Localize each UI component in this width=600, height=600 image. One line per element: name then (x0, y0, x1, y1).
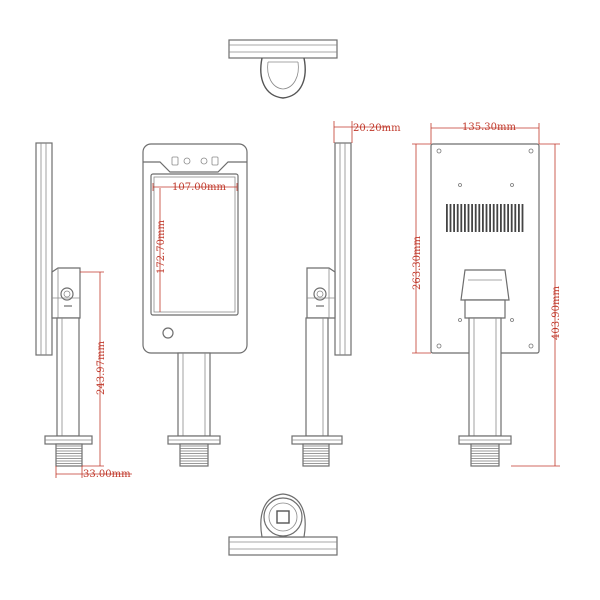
vent-slot (446, 204, 448, 232)
dimensions: 20.20mm 135.30mm 107.00mm 172.70mm 263.3… (55, 121, 562, 480)
right-side-view (291, 142, 352, 467)
vent-slot (510, 204, 513, 232)
vent-slot (467, 204, 470, 232)
vent-slot (518, 204, 520, 232)
vent-slot (507, 204, 509, 232)
vent-slot (456, 204, 459, 232)
bottom-view (228, 493, 338, 556)
vent-slot (485, 204, 488, 232)
vent-slot (471, 204, 473, 232)
dim-panel-height: 263.30mm (412, 236, 423, 290)
dim-base-diameter: 33.00mm (83, 469, 131, 480)
vent-slot (492, 204, 495, 232)
vent-slot (514, 204, 517, 232)
rear-view (430, 143, 540, 467)
dim-screen-width: 107.00mm (172, 182, 226, 193)
dim-depth-total: 20.20mm (353, 123, 401, 134)
vent-slot (478, 204, 481, 232)
dim-pole-height: 243.97mm (96, 341, 107, 395)
vent-slot (474, 204, 477, 232)
vent-slot (449, 204, 452, 232)
vent-slot (503, 204, 506, 232)
left-side-view (35, 142, 93, 467)
dim-overall-height: 403.90mm (551, 286, 562, 340)
vent-slot (496, 204, 499, 232)
front-view (142, 143, 248, 467)
vent-slot (464, 204, 466, 232)
vent-slot (453, 204, 455, 232)
dim-panel-width: 135.30mm (462, 122, 516, 133)
top-view (228, 39, 338, 99)
dim-screen-height: 172.70mm (156, 220, 167, 274)
vent-slot (460, 204, 463, 232)
vent-slot (521, 204, 524, 232)
vent-slot (500, 204, 502, 232)
vent-slot (482, 204, 484, 232)
vent-slot (489, 204, 491, 232)
